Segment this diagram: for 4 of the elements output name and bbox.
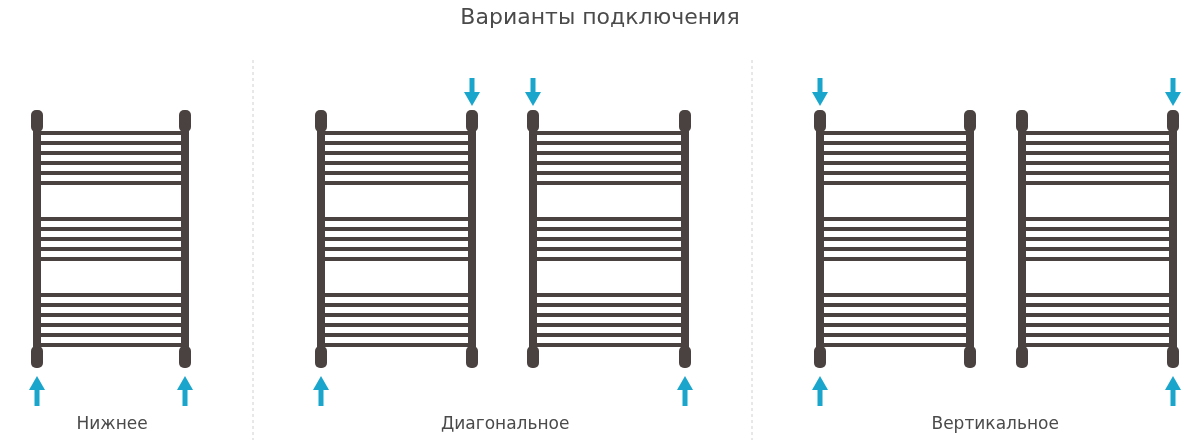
variant-caption: Вертикальное: [931, 413, 1059, 433]
diagram-title: Варианты подключения: [459, 4, 741, 29]
variant-caption: Нижнее: [76, 413, 148, 433]
variant-caption: Диагональное: [441, 413, 570, 433]
